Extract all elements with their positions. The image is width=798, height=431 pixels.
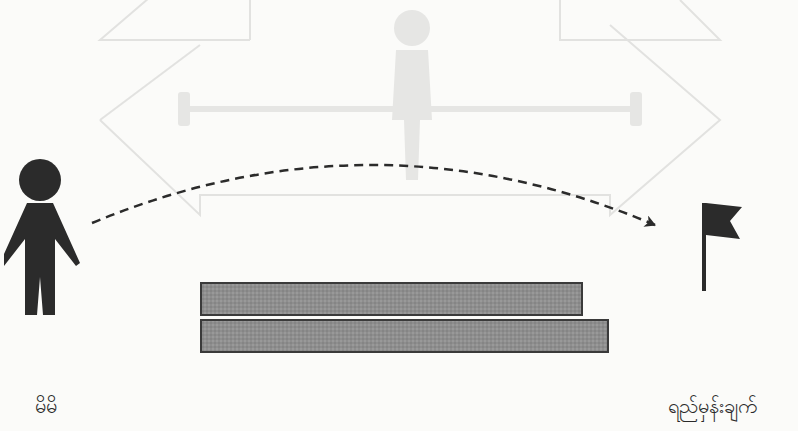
faint-double-arrow xyxy=(100,0,720,215)
figure-label: ရည်မှန်းချက် xyxy=(657,393,767,419)
goal-flag: ရည်မှန်းချက် xyxy=(657,195,767,423)
flag-symbol xyxy=(657,195,767,423)
self-figure: မိမိ xyxy=(4,155,88,423)
dashed-arrow xyxy=(92,165,655,225)
person-silhouette xyxy=(4,155,88,423)
figure-label: မိမိ xyxy=(4,393,88,419)
obstacle-bar xyxy=(201,283,582,315)
obstacle-bar xyxy=(201,320,608,352)
faint-figure xyxy=(178,10,642,180)
